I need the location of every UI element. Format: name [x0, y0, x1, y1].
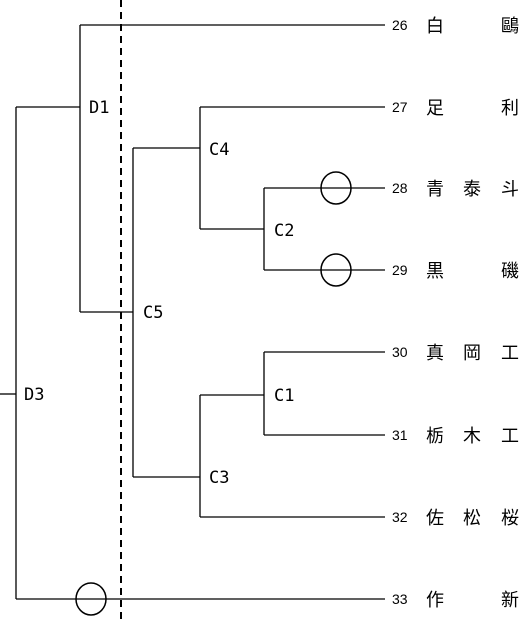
team-name-char: 作: [426, 590, 444, 611]
winner-circle-29: [320, 253, 352, 287]
team-name-char: 新: [501, 590, 519, 611]
team-number: 28: [392, 180, 408, 196]
match-label-c3: C3: [203, 466, 233, 488]
team-27: 27 足 利: [392, 98, 519, 119]
team-name-char: 白: [426, 16, 444, 37]
team-name-char: 工: [501, 426, 519, 447]
match-label-c4: C4: [203, 138, 233, 160]
match-label-c2: C2: [268, 219, 298, 241]
match-label-c5: C5: [138, 301, 168, 323]
match-c3-lines: [133, 395, 201, 517]
team-name-char: 真: [426, 343, 444, 364]
team-31: 31 栃 木 工: [392, 426, 519, 447]
match-c4-lines: [133, 107, 201, 229]
team-name-char: 桜: [501, 508, 519, 529]
team-number: 26: [392, 17, 408, 33]
team-33: 33 作 新: [392, 590, 519, 611]
team-name-char: 工: [501, 343, 519, 364]
match-c5-lines: [80, 148, 134, 477]
team-number: 27: [392, 99, 408, 115]
team-name-char: 足: [426, 98, 444, 119]
team-32: 32 佐 松 桜: [392, 508, 519, 529]
team-name-char: 斗: [501, 179, 519, 200]
team-name-char: 黒: [426, 261, 444, 282]
match-d3-lines: [0, 107, 17, 599]
team-number: 30: [392, 344, 408, 360]
team-entry-lines: [16, 24, 385, 600]
team-name-char: 泰: [463, 179, 481, 200]
team-number: 31: [392, 427, 408, 443]
match-label-c1: C1: [268, 384, 298, 406]
team-number: 29: [392, 262, 408, 278]
team-28: 28 青 泰 斗: [392, 179, 519, 200]
match-label-d1: D1: [84, 96, 114, 118]
match-label-d1-text: D1: [89, 98, 109, 118]
match-c2-lines: [200, 188, 265, 270]
team-name-char: 岡: [463, 343, 481, 364]
match-label-d3: D3: [19, 383, 49, 405]
match-label-c5-text: C5: [143, 303, 163, 323]
team-name-char: 栃: [426, 426, 444, 447]
team-name-char: 利: [501, 98, 519, 119]
team-name-char: 松: [463, 508, 481, 529]
team-number: 32: [392, 509, 408, 525]
team-name-char: 青: [426, 179, 444, 200]
match-label-c4-text: C4: [209, 140, 229, 160]
match-c1-lines: [200, 352, 265, 435]
match-label-c1-text: C1: [274, 386, 294, 406]
match-label-c2-text: C2: [274, 221, 294, 241]
team-name-char: 佐: [426, 508, 444, 529]
team-29: 29 黒 磯: [392, 261, 519, 282]
team-number: 33: [392, 591, 408, 607]
match-label-d3-text: D3: [24, 385, 44, 405]
team-name-char: 鷗: [501, 16, 519, 37]
team-26: 26 白 鷗: [392, 16, 519, 37]
winner-circle-28: [320, 171, 352, 205]
team-30: 30 真 岡 工: [392, 343, 519, 364]
team-name-char: 木: [463, 426, 481, 447]
match-d1-lines: [16, 25, 81, 312]
match-label-c3-text: C3: [209, 468, 229, 488]
team-name-char: 磯: [501, 261, 519, 282]
winner-circle-33: [75, 582, 107, 616]
